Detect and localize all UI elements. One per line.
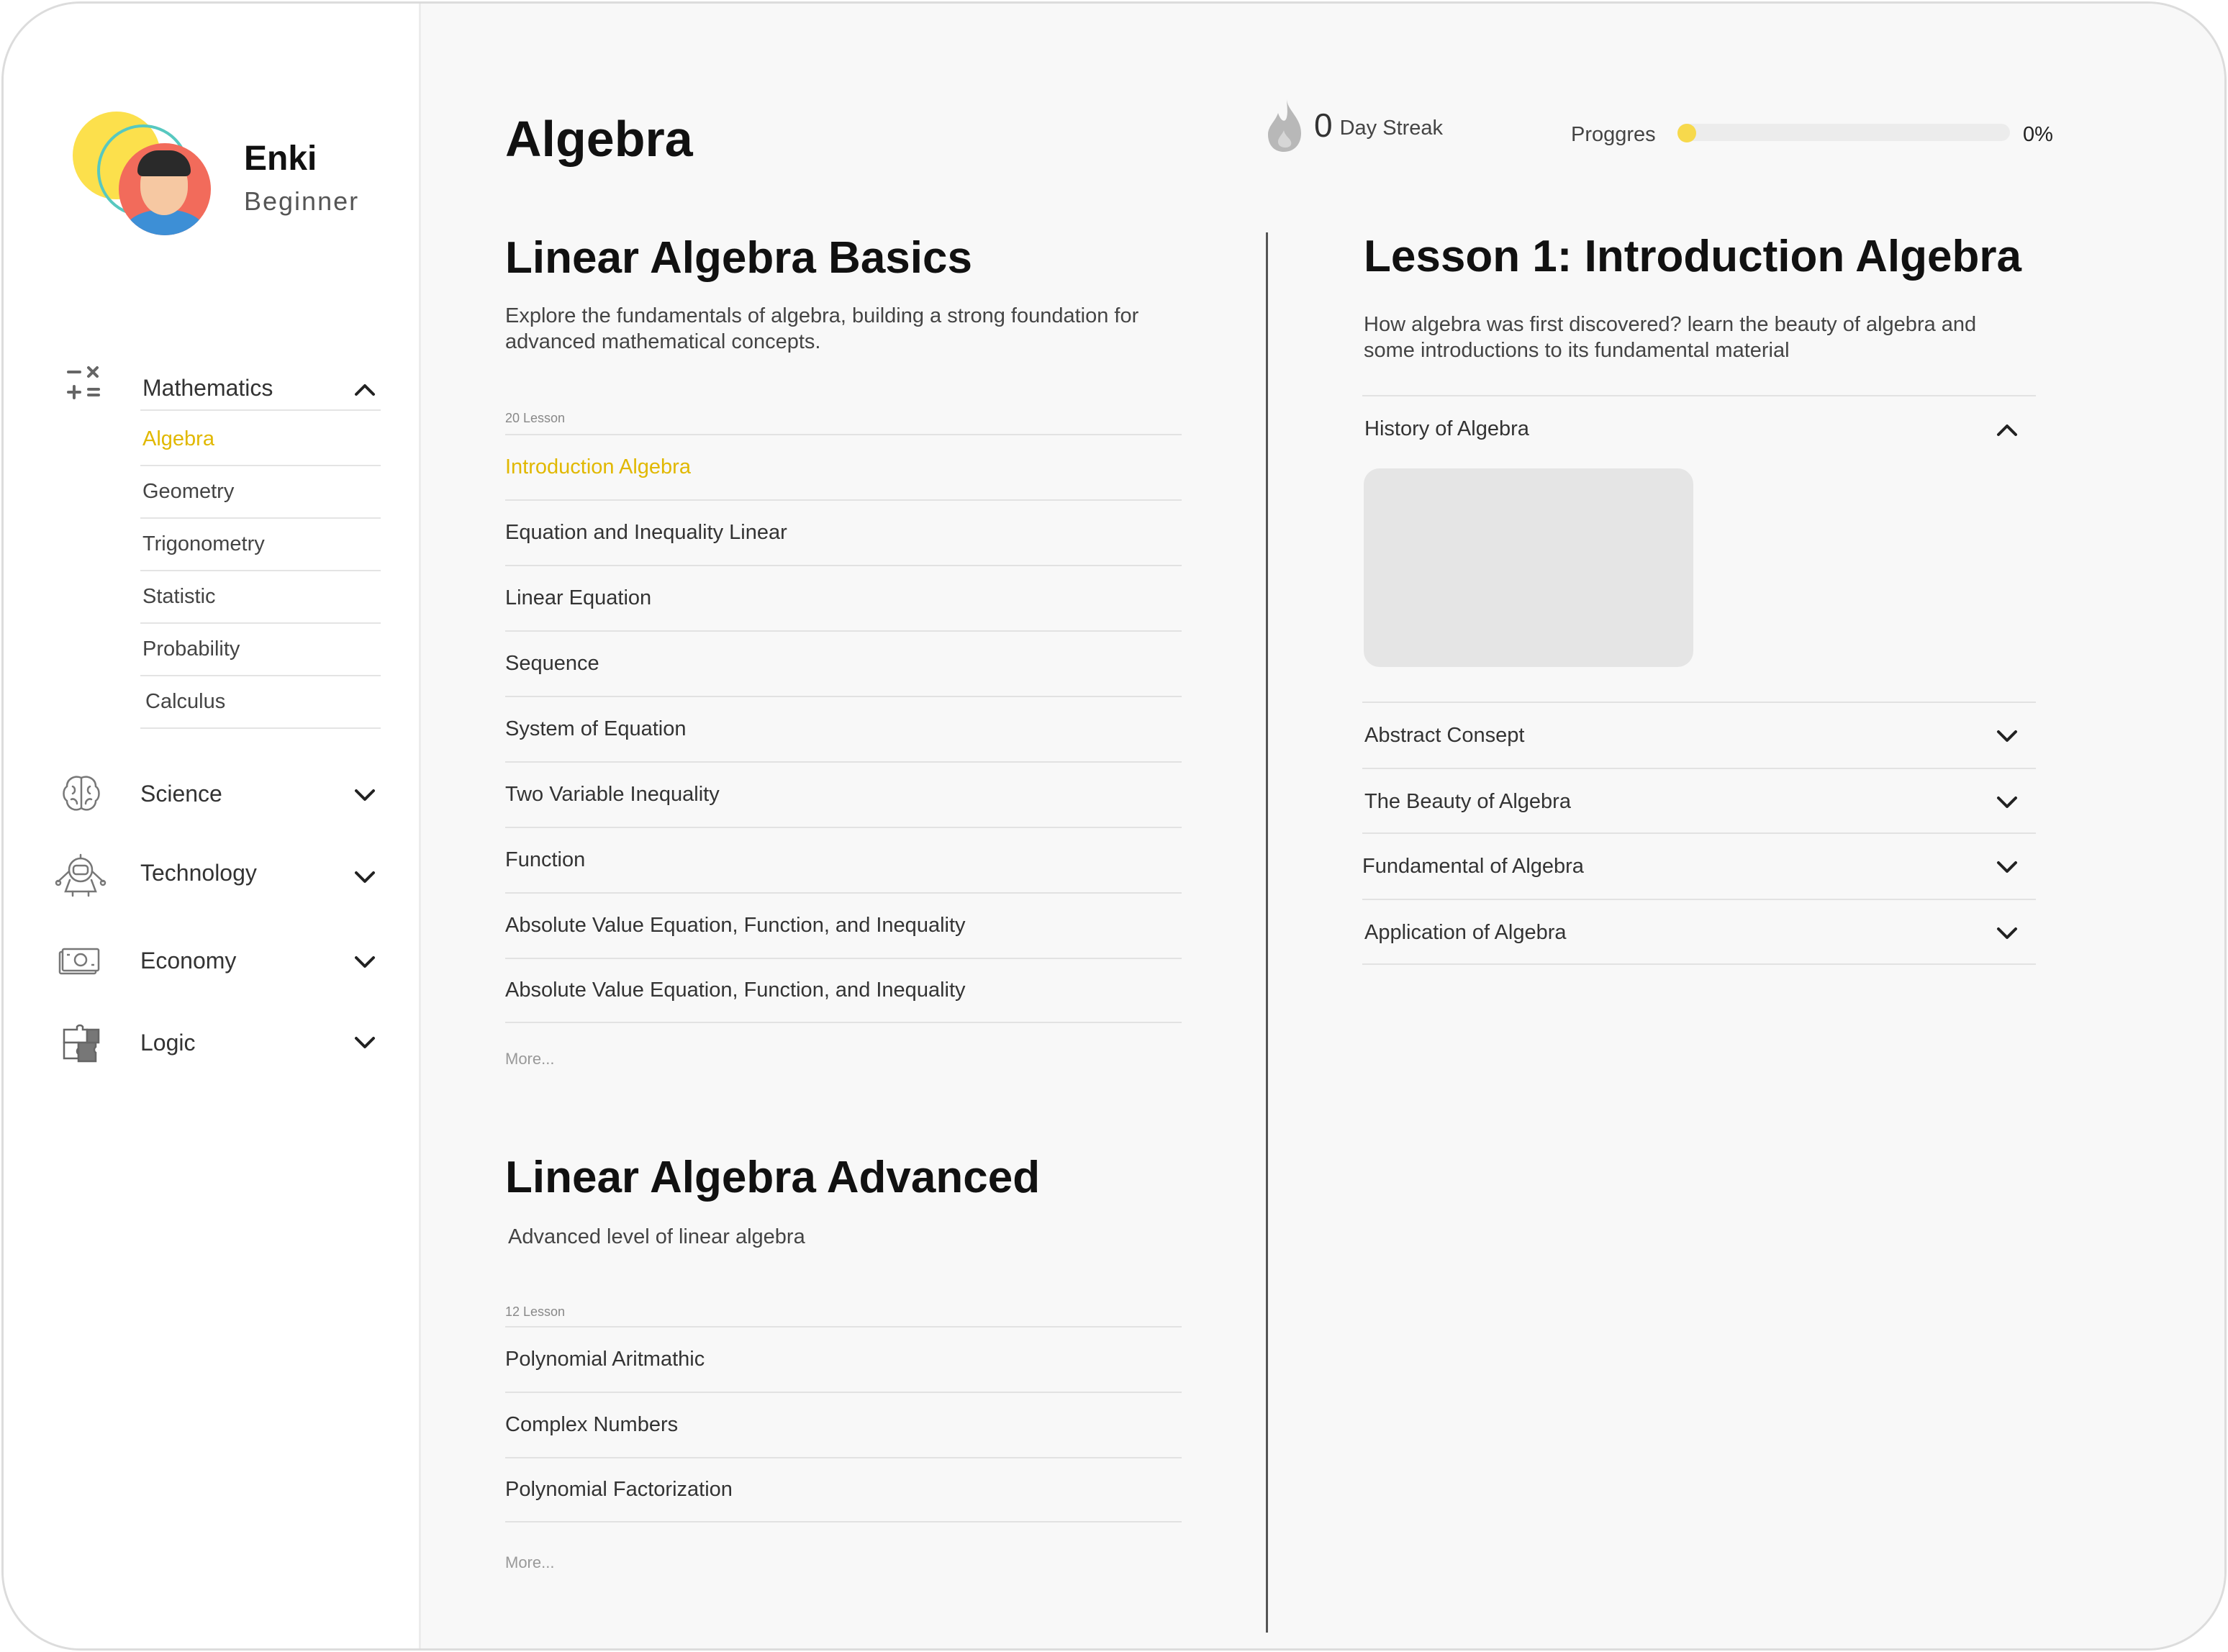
nav-science-label[interactable]: Science [140,781,222,807]
accordion-label: The Beauty of Algebra [1364,789,1571,813]
accordion-label: Application of Algebra [1364,920,1567,944]
avatar-hair [137,150,191,176]
lesson-item[interactable]: Sequence [505,630,1182,696]
chevron-down-icon[interactable] [1993,788,2021,817]
course-advanced-more-link[interactable]: More... [505,1553,555,1571]
progress-indicator-dot [1677,124,1696,142]
math-operators-icon [67,366,100,399]
lesson-item[interactable]: Function [505,827,1182,892]
puzzle-icon [63,1024,100,1063]
nav-subitem-calculus[interactable]: Calculus [140,676,381,729]
course-basic-lesson-list: Introduction Algebra Equation and Inequa… [505,434,1182,1023]
media-placeholder [1364,468,1693,667]
nav-technology-label[interactable]: Technology [140,860,257,886]
flame-icon [1268,99,1301,152]
profile-name: Enki [244,140,317,178]
progress-bar [1677,124,2010,141]
course-advanced-lesson-count: 12 Lesson [505,1304,566,1319]
accordion-label: History of Algebra [1364,417,1529,440]
money-icon [58,948,100,975]
chevron-down-icon[interactable] [350,1028,379,1057]
avatar[interactable] [73,112,217,241]
nav-logic-label[interactable]: Logic [140,1030,196,1056]
accordion-history-of-algebra[interactable]: History of Algebra [1362,395,2036,461]
lesson-item[interactable]: System of Equation [505,696,1182,761]
streak-label: Day Streak [1339,116,1444,140]
main-content: Algebra 0 Day Streak Proggres 0% Linear … [423,4,2224,1648]
streak-count: 0 [1314,106,1333,144]
nav-subitem-statistic[interactable]: Statistic [140,571,381,624]
course-basic-lesson-count: 20 Lesson [505,411,566,425]
lesson-item[interactable]: Absolute Value Equation, Function, and I… [505,892,1182,958]
course-advanced-title: Linear Algebra Advanced [505,1153,1041,1202]
course-advanced-description: Advanced level of linear algebra [508,1225,805,1248]
chevron-down-icon[interactable] [1993,919,2021,948]
lesson-item[interactable]: Linear Equation [505,565,1182,630]
chevron-up-icon[interactable] [350,375,379,404]
nav-economy-label[interactable]: Economy [140,948,237,974]
lesson-item[interactable]: Polynomial Factorization [505,1457,1182,1522]
nav-subitem-geometry[interactable]: Geometry [140,466,381,519]
sidebar: Enki Beginner Mathematics Algebra Geomet… [4,4,421,1648]
nav-mathematics-header[interactable] [140,368,381,411]
progress-value: 0% [2023,123,2053,146]
day-streak: 0 Day Streak [1265,97,1443,153]
robot-icon [55,853,107,897]
progress-label: Proggres [1571,123,1656,146]
avatar-portrait [119,143,211,235]
course-basic-description: Explore the fundamentals of algebra, bui… [505,304,1139,353]
chevron-down-icon[interactable] [1993,722,2021,750]
lesson-item[interactable]: Equation and Inequality Linear [505,499,1182,565]
course-basic-title: Linear Algebra Basics [505,233,972,283]
column-divider [1266,232,1268,1633]
brain-icon [63,776,100,811]
lesson-item[interactable]: Introduction Algebra [505,434,1182,499]
accordion-the-beauty-of-algebra[interactable]: The Beauty of Algebra [1362,768,2036,834]
accordion-application-of-algebra[interactable]: Application of Algebra [1362,899,2036,965]
chevron-down-icon[interactable] [350,948,379,976]
course-advanced-lesson-list: Polynomial Aritmathic Complex Numbers Po… [505,1326,1182,1522]
accordion-fundamental-of-algebra[interactable]: Fundamental of Algebra [1362,832,2036,899]
accordion-abstract-consept[interactable]: Abstract Consept [1362,702,2036,768]
nav-subitem-algebra[interactable]: Algebra [140,414,381,466]
profile-level: Beginner [244,186,360,216]
nav-subitem-trigonometry[interactable]: Trigonometry [140,519,381,571]
chevron-down-icon[interactable] [1993,853,2021,881]
course-basic-more-link[interactable]: More... [505,1050,555,1068]
lesson-item[interactable]: Complex Numbers [505,1392,1182,1457]
lesson-detail-title: Lesson 1: Introduction Algebra [1364,232,2021,281]
lesson-item[interactable]: Absolute Value Equation, Function, and I… [505,958,1182,1023]
lesson-detail-description: How algebra was first discovered? learn … [1364,313,1977,362]
chevron-up-icon[interactable] [1993,415,2021,444]
lesson-item[interactable]: Polynomial Aritmathic [505,1326,1182,1392]
accordion-bottom-border [1362,963,2036,965]
lesson-item[interactable]: Two Variable Inequality [505,761,1182,827]
nav-subitem-probability[interactable]: Probability [140,624,381,676]
chevron-down-icon[interactable] [350,781,379,809]
accordion-label: Abstract Consept [1364,723,1525,747]
chevron-down-icon[interactable] [350,863,379,891]
page-title: Algebra [505,111,693,167]
accordion-label: Fundamental of Algebra [1362,854,1584,878]
nav-mathematics-label[interactable]: Mathematics [142,375,273,401]
